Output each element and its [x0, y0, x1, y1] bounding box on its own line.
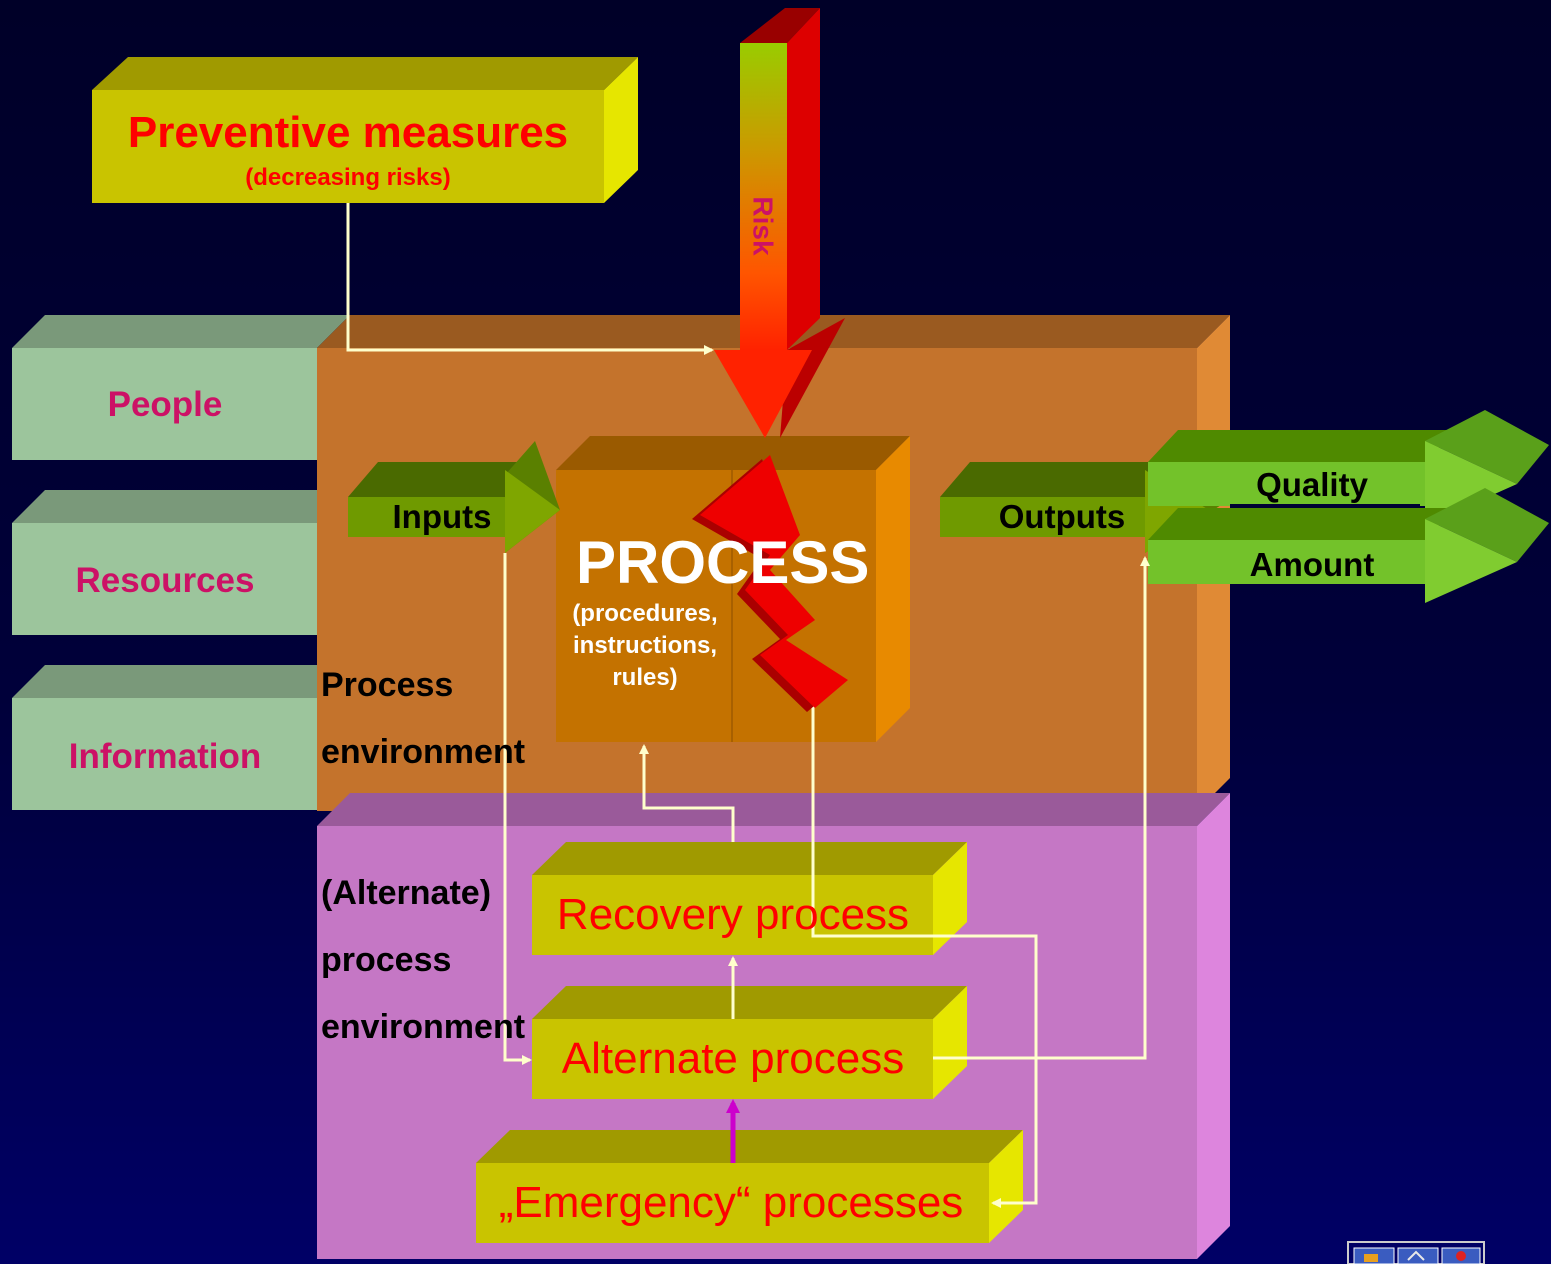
inputs-arrow	[348, 441, 560, 553]
resources-label: Resources	[75, 561, 255, 600]
alternate-environment-line1: (Alternate)	[321, 874, 492, 912]
amount-label: Amount	[1249, 546, 1375, 583]
corner-logo	[1347, 1241, 1485, 1264]
inputs-label: Inputs	[392, 498, 492, 535]
emergency-processes-box	[476, 1130, 1023, 1243]
preventive-title: Preventive measures	[127, 108, 569, 157]
quality-arrow	[1148, 410, 1549, 525]
process-detail-line3: rules)	[612, 664, 678, 691]
risk-arrow	[714, 8, 845, 438]
preventive-subtitle: (decreasing risks)	[245, 164, 451, 191]
recovery-process-label: Recovery process	[556, 890, 910, 939]
emergency-processes-label: „Emergency“ processes	[498, 1178, 964, 1227]
alternate-environment-line3: environment	[321, 1008, 526, 1046]
alternate-environment-line2: process	[321, 941, 452, 979]
risk-to-emergency-connector	[811, 704, 1038, 1208]
preventive-measures-box	[92, 57, 638, 203]
recovery-process-box	[532, 842, 967, 955]
process-detail-line1: (procedures,	[572, 600, 718, 627]
resources-box	[12, 490, 350, 635]
alternate-to-outputs-connector	[933, 556, 1150, 1060]
process-environment-line1: Process	[321, 666, 454, 704]
people-label: People	[107, 385, 223, 424]
preventive-connector	[346, 203, 714, 355]
lightning-bolt	[692, 455, 848, 712]
amount-arrow	[1148, 488, 1549, 603]
inputs-to-alternate-connector	[503, 553, 532, 1065]
people-box	[12, 315, 350, 460]
information-box	[12, 665, 350, 810]
process-detail-line2: instructions,	[572, 632, 718, 659]
alternate-process-label: Alternate process	[561, 1034, 905, 1083]
information-label: Information	[68, 737, 262, 776]
recovery-to-process-connector	[639, 744, 735, 842]
quality-label: Quality	[1256, 466, 1368, 503]
process-title: PROCESS	[576, 529, 870, 596]
risk-label: Risk	[747, 196, 779, 256]
outputs-label: Outputs	[998, 498, 1126, 535]
connector-lines	[346, 203, 1150, 1208]
alternate-process-box	[532, 986, 967, 1099]
process-environment-line2: environment	[321, 733, 526, 771]
